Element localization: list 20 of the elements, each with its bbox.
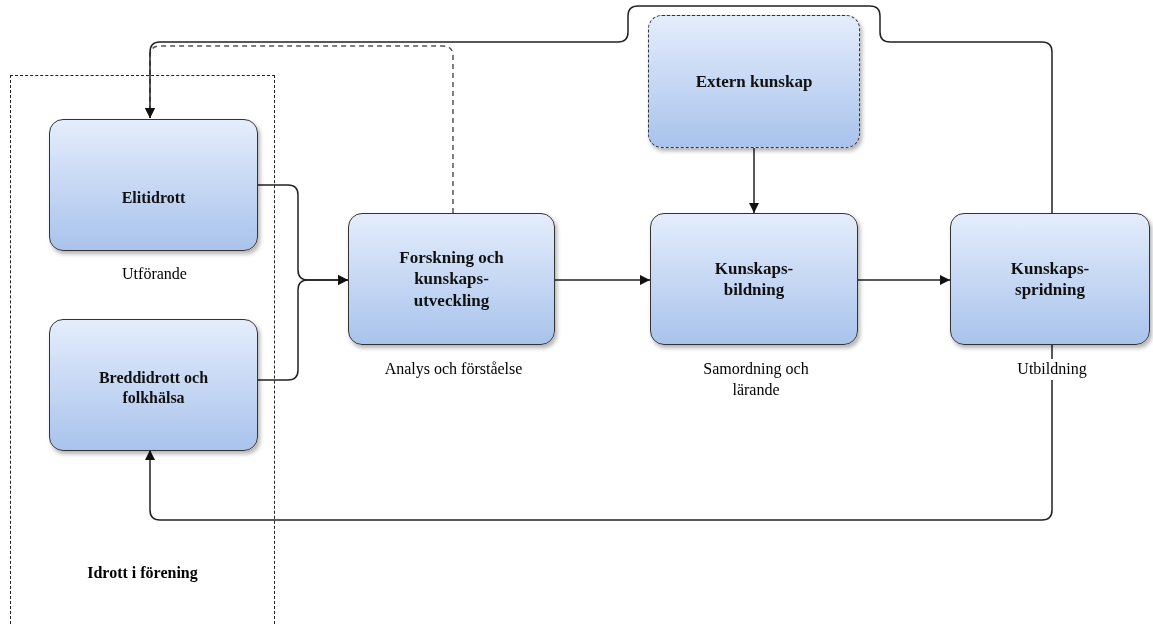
process-box	[950, 213, 1150, 345]
arrow	[554, 275, 651, 285]
process-box	[650, 213, 858, 345]
group-label: Idrott i förening	[86, 564, 199, 582]
arrow	[145, 5, 1053, 214]
node-label: Kunskaps-spridning	[1009, 257, 1091, 301]
node-label: Extern kunskap	[694, 70, 814, 93]
arrow	[857, 275, 951, 285]
node-label: Kunskaps-bildning	[713, 257, 795, 301]
arrow	[256, 275, 349, 381]
process-box	[648, 15, 860, 148]
group-frame	[10, 75, 275, 624]
process-box	[49, 319, 258, 451]
arrow	[749, 147, 759, 214]
node-label: Breddidrott och folkhälsa	[97, 368, 210, 408]
arrow	[145, 344, 1053, 521]
node-label: Forskning och kunskaps-utveckling	[398, 247, 505, 311]
node-label: Elitidrott	[120, 188, 187, 208]
process-box	[348, 213, 555, 345]
process-box	[49, 119, 258, 251]
